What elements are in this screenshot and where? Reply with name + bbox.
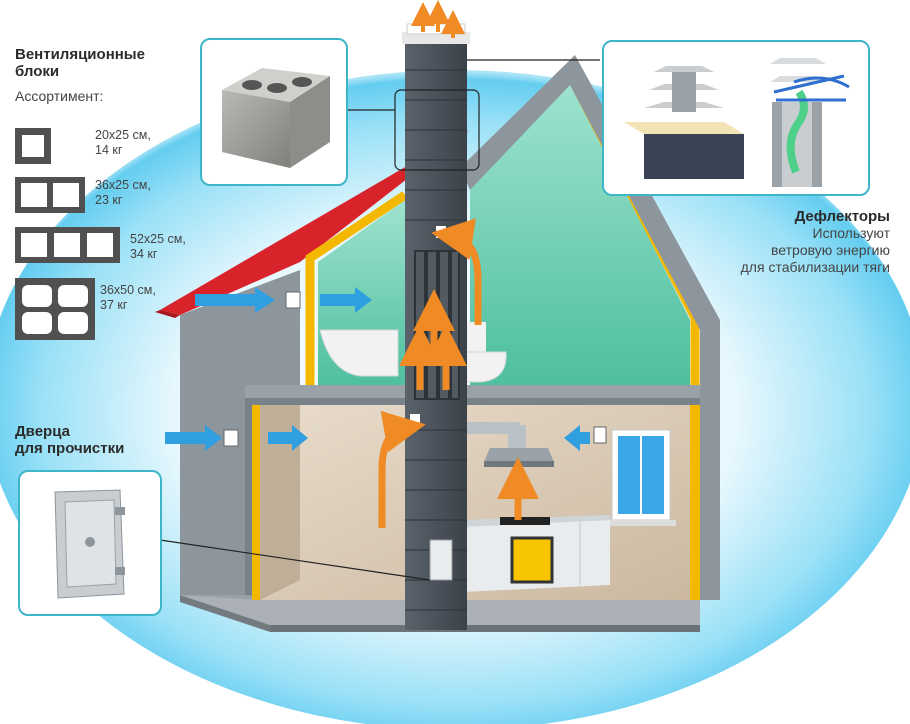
window: [606, 429, 676, 526]
left-exterior-wall: [180, 270, 300, 595]
inflow-arrows: [165, 287, 590, 451]
kitchen-counter: [462, 515, 612, 592]
deflector-card: [602, 40, 870, 196]
insulation-frame: [305, 191, 408, 385]
block-icon-4: [15, 278, 95, 340]
block-size-label-2: 36x25 см,23 кг: [95, 178, 151, 207]
deflectors-title: Дефлекторы: [794, 208, 890, 225]
deflectors-description: Дефлекторы Используют ветровую энергию д…: [690, 208, 890, 276]
exhaust-arrows: [378, 0, 539, 528]
block-size-label-1: 20x25 см,14 кг: [95, 128, 151, 157]
vent-grille: [223, 429, 239, 447]
cleaning-door-card: [18, 470, 162, 616]
vent-blocks-subtitle: Ассортимент:: [15, 88, 104, 104]
block-size-label-4: 36x50 см,37 кг: [100, 283, 156, 312]
cleaning-door-title: Дверца для прочистки: [15, 423, 125, 457]
deflector-photo: [624, 58, 850, 187]
block-icon-1: [15, 128, 51, 164]
roof: [160, 130, 470, 315]
vent-grille: [593, 426, 607, 444]
concrete-block-photo: [222, 68, 330, 168]
callout-lines: [159, 59, 600, 581]
block-icon-3: [15, 227, 120, 263]
cleaning-door-photo: [54, 489, 125, 599]
vent-grille: [285, 291, 301, 309]
vent-block-card: [200, 38, 348, 186]
block-icon-2: [15, 177, 85, 213]
vent-blocks-title: Вентиляционные блоки: [15, 46, 145, 80]
block-size-label-3: 52x25 см,34 кг: [130, 232, 186, 261]
